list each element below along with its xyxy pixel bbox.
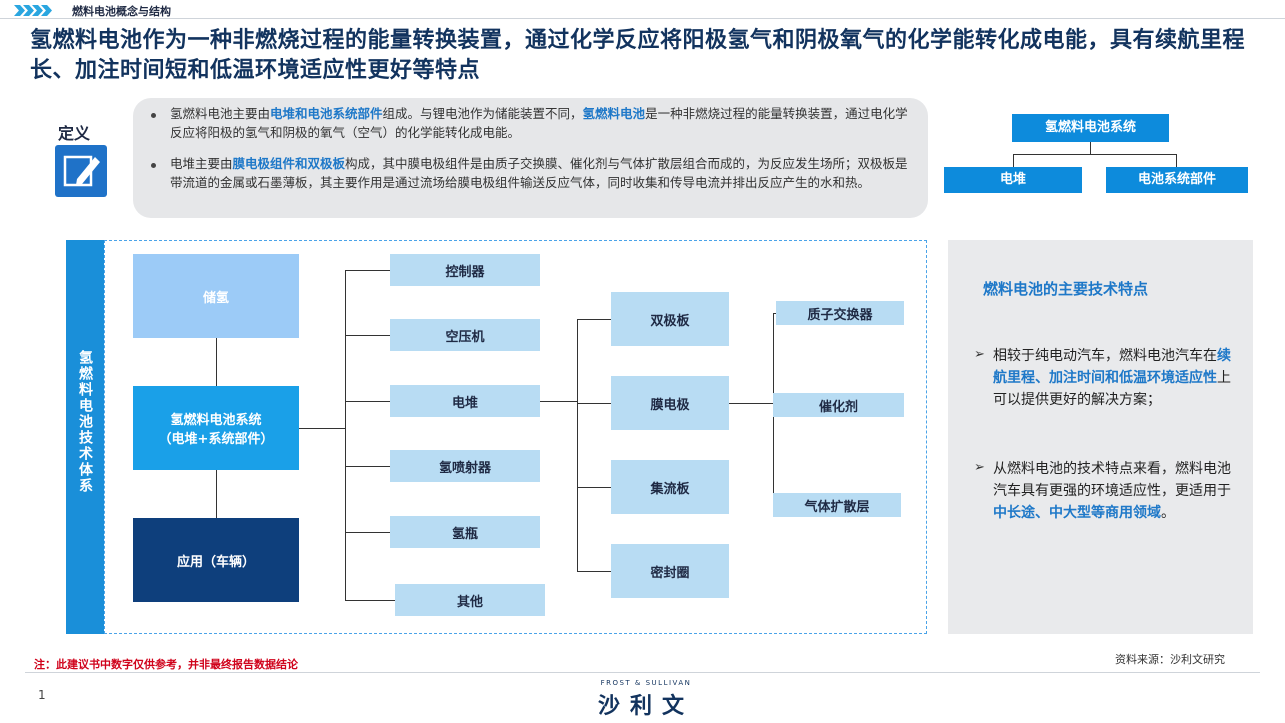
definition-bullet-2: 电堆主要由膜电极组件和双极板构成，其中膜电极组件是由质子交换膜、催化剂与气体扩散… [170,154,910,192]
connector [345,466,390,467]
component-stack: 电堆 [390,385,540,417]
edit-icon [55,145,107,197]
definition-box [133,98,928,218]
component-controller: 控制器 [390,254,540,286]
connector [345,335,390,336]
features-title: 燃料电池的主要技术特点 [983,280,1149,298]
text-span: 从燃料电池的技术特点来看，燃料电池汽车具有更强的环境适应性，更适用于 [993,461,1231,499]
logo-subtext: FROST & SULLIVAN [600,679,692,687]
side-bar [66,240,104,634]
mea-part-gas-diffusion-layer: 气体扩散层 [773,493,901,517]
side-label: 氢燃料电池技术体系 [66,350,104,500]
connector [577,319,611,320]
definition-title: 定义 [58,124,91,143]
connector [1013,154,1176,155]
connector [216,338,217,386]
connector [1013,154,1014,167]
tree-node-stack: 电堆 [944,167,1082,193]
connector [345,270,346,600]
connector [1176,154,1177,167]
connector [216,470,217,518]
component-others: 其他 [395,584,545,616]
highlight-text: 续航里程、加注时间和低温环境适应性 [993,348,1231,386]
component-hydrogen-injector: 氢喷射器 [390,450,540,482]
system-node-title: 氢燃料电池系统 [170,413,262,428]
divider [0,18,1285,19]
chevron-icon [23,5,34,16]
bullet-dot [151,163,156,168]
connector [577,319,578,571]
features-panel [948,240,1253,634]
arrow-icon: ➢ [974,347,985,362]
chevron-icon [14,5,25,16]
connector [577,571,611,572]
text-span: 相较于纯电动汽车，燃料电池汽车在 [993,348,1217,364]
stack-part-seal: 密封圈 [611,544,729,598]
storage-node: 储氢 [133,254,299,338]
connector [345,270,390,271]
text-span: 氢燃料电池主要由 [170,106,271,121]
connector [577,403,611,404]
section-label: 燃料电池概念与结构 [72,5,171,18]
text-span: 电堆主要由 [170,156,233,171]
source-note: 资料来源：沙利文研究 [1115,653,1225,666]
connector [1090,142,1091,154]
connector [773,313,776,314]
highlight-text: 中长途、中大型等商用领域 [993,505,1161,521]
connector [345,600,395,601]
highlight-text: 膜电极组件和双极板 [232,156,346,171]
stack-part-mea: 膜电极 [611,376,729,430]
stack-part-current-collector: 集流板 [611,460,729,514]
feature-item-2: 从燃料电池的技术特点来看，燃料电池汽车具有更强的环境适应性，更适用于中长途、中大… [993,458,1243,524]
bullet-dot [151,113,156,118]
system-node-subtitle: （电堆+系统部件） [158,432,274,447]
highlight-text: 氢燃料电池 [582,106,646,121]
text-span: 上可以提供更好的解决方案； [993,370,1231,408]
stack-part-bipolar-plate: 双极板 [611,292,729,346]
page-number: 1 [38,688,46,702]
application-node: 应用（车辆） [133,518,299,602]
diagram-frame [104,240,927,634]
connector [540,401,578,402]
mea-part-proton-exchange: 质子交换器 [776,301,904,325]
tree-root: 氢燃料电池系统 [1012,114,1169,142]
mea-part-catalyst: 催化剂 [773,393,904,417]
text-span: 。 [1161,505,1175,521]
connector [345,532,390,533]
footnote: 注：此建议书中数字仅供参考，并非最终报告数据结论 [34,658,298,671]
highlight-text: 电堆和电池系统部件 [270,106,383,121]
connector [729,403,774,404]
text-span: 构成，其中膜电极组件是由质子交换膜、催化剂与气体扩散层组合而成的，为反应发生场所… [170,156,908,190]
divider [25,672,1260,673]
text-span: 组成。与锂电池作为储能装置不同， [382,106,583,121]
chevron-icon [32,5,43,16]
definition-bullet-1: 氢燃料电池主要由电堆和电池系统部件组成。与锂电池作为储能装置不同，氢燃料电池是一… [170,104,910,142]
connector [345,401,390,402]
component-hydrogen-tank: 氢瓶 [390,516,540,548]
tree-node-components: 电池系统部件 [1106,167,1248,193]
feature-item-1: 相较于纯电动汽车，燃料电池汽车在续航里程、加注时间和低温环境适应性上可以提供更好… [993,345,1243,411]
arrow-icon: ➢ [974,460,985,475]
side-label-text: 氢燃料电池技术体系 [77,350,93,494]
connector [299,428,346,429]
component-air-compressor: 空压机 [390,319,540,351]
chevron-icon [41,5,52,16]
connector [577,487,611,488]
text-span: 是一种非燃烧过程的能量转换装置，通过电化学反应将阳极的氢气和阴极的氧气（空气）的… [170,106,908,140]
page-title: 氢燃料电池作为一种非燃烧过程的能量转换装置，通过化学反应将阳极氢气和阴极氧气的化… [30,27,1246,83]
logo: 沙利文 [597,693,694,719]
system-node: 氢燃料电池系统 （电堆+系统部件） [133,386,299,470]
